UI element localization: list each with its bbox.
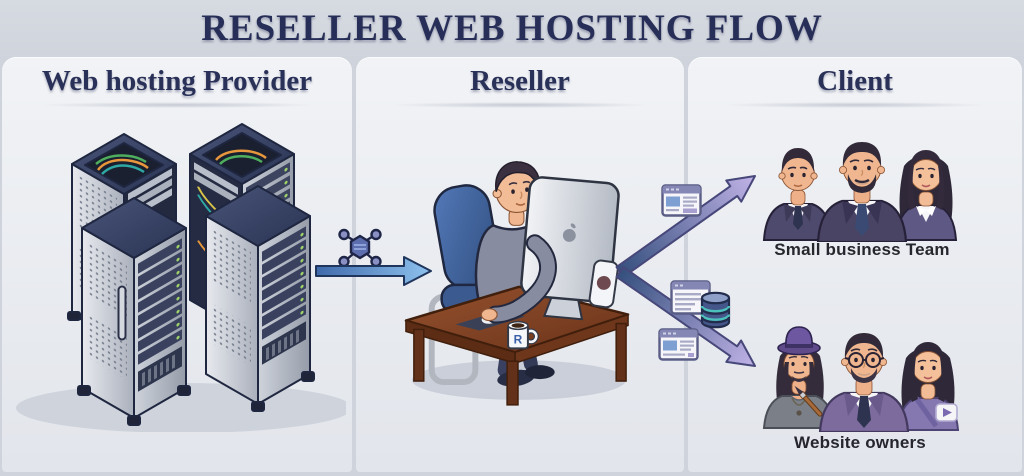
browser-window-icon [658, 328, 699, 361]
website-owners-illustration [762, 326, 960, 432]
provider-header-underline [40, 102, 314, 108]
reseller-header: Reseller [470, 65, 570, 97]
owner-man-glasses-avatar [818, 333, 910, 432]
phone-stand-icon [588, 259, 619, 309]
business-woman-avatar [894, 150, 958, 241]
server-rack-front-left-icon [77, 197, 191, 426]
reseller-mug-icon: R [507, 320, 539, 350]
reseller-to-clients-arrows [615, 175, 756, 367]
glasses-icon [844, 352, 885, 368]
reseller-header-underline [392, 102, 648, 108]
business-man-avatar [762, 148, 834, 241]
server-racks-illustration [16, 123, 346, 432]
apple-logo-icon [562, 229, 576, 242]
small-business-team-illustration [762, 142, 958, 242]
server-rack-front-right-icon [205, 185, 315, 412]
browser-window-icon [670, 280, 711, 315]
provider-header: Web hosting Provider [41, 65, 313, 97]
business-man-bearded-avatar [816, 142, 908, 242]
reseller-at-desk-illustration: R [404, 161, 630, 406]
artist-man-avatar [762, 326, 836, 429]
creator-woman-avatar [896, 342, 960, 431]
mug-letter: R [514, 332, 523, 346]
small-business-team-label: Small business Team [774, 240, 950, 259]
title-band: RESELLER WEB HOSTING FLOW [0, 0, 1024, 56]
network-node-icon [338, 228, 382, 268]
database-icon [700, 291, 731, 329]
arrow-up-right-icon [615, 175, 756, 278]
video-play-badge-icon [935, 403, 958, 422]
client-header: Client [817, 65, 893, 97]
browser-window-icon [661, 184, 702, 217]
paintbrush-icon [794, 385, 823, 417]
arrow-down-right-icon [615, 266, 756, 367]
reseller-arm [480, 234, 557, 324]
website-owners-label: Website owners [794, 433, 926, 452]
client-header-underline [724, 102, 986, 108]
browser-database-icon [670, 280, 731, 329]
arrow-right-icon [315, 256, 432, 286]
fedora-hat-icon [777, 326, 821, 356]
page-title: RESELLER WEB HOSTING FLOW [201, 7, 823, 49]
